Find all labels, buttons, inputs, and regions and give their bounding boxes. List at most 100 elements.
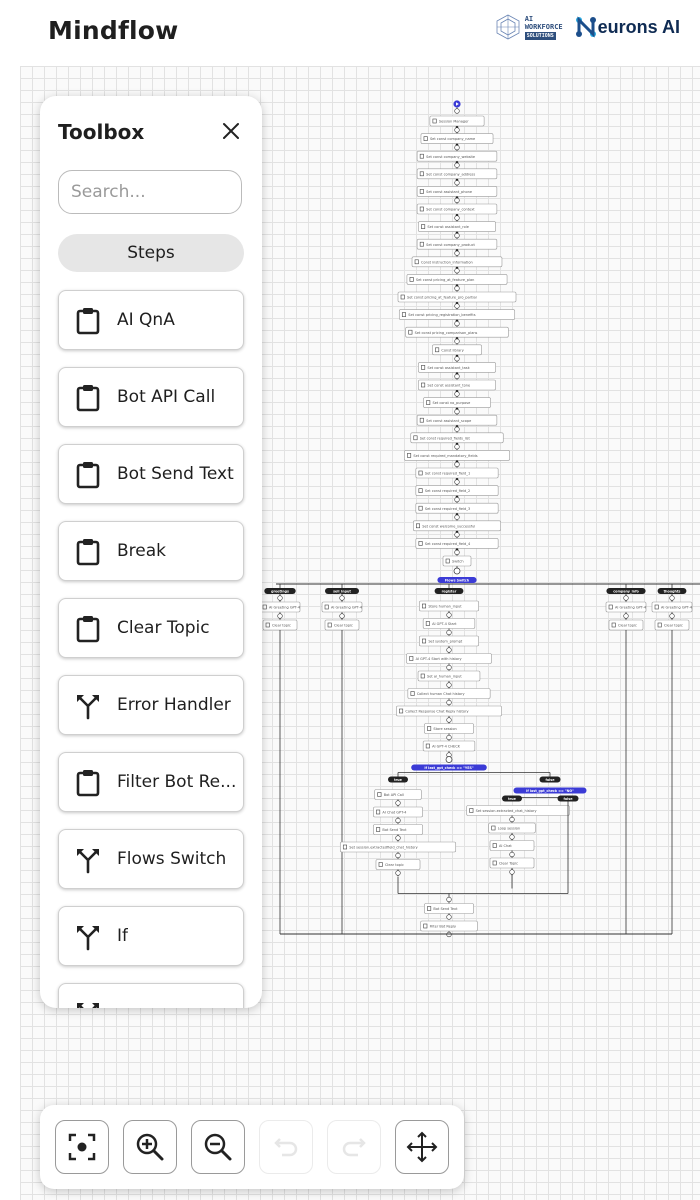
flow-node[interactable]: Clear topic [608,619,644,631]
flow-node[interactable]: Loop session [488,822,536,834]
flow-node[interactable]: Collect human Chat history [407,688,491,699]
flow-node[interactable]: Set const required_field_4 [415,538,499,549]
toolbox-item[interactable]: Filter Bot Re... [58,752,244,812]
redo-button[interactable] [327,1120,381,1174]
port-circle [446,647,452,653]
port-circle [446,612,452,618]
flow-node[interactable]: Set const company_website [416,150,498,162]
flow-node[interactable]: Set const assistant_phone [416,186,498,197]
clipboard-icon [469,808,474,813]
steps-tab[interactable]: Steps [58,234,244,272]
port-circle [339,613,345,619]
flow-node[interactable]: Set const assistant_scope [416,414,498,426]
close-icon[interactable] [218,118,244,144]
flow-node[interactable]: Clear topic [654,619,690,631]
toolbox-item[interactable] [58,983,244,1008]
branch-label: register [442,589,457,593]
flow-node[interactable]: Set const company_address [416,168,498,180]
zoom-out-button[interactable] [191,1120,245,1174]
toolbox-item-label: Bot API Call [117,387,216,407]
flow-node[interactable]: Set const assistant_role [418,221,496,232]
node-label: AI Greeting GPT-4 [661,606,693,610]
toolbox-item[interactable]: Bot Send Text [58,444,244,504]
play-icon [456,102,459,106]
flow-node[interactable]: AI Greeting GPT-4 [259,601,301,613]
clipboard-icon [654,604,659,610]
flow-node[interactable]: Set const pricing_at_feature_pro_partial [397,291,517,303]
flow-node[interactable]: Bot API Call [374,789,422,800]
flow-node[interactable]: Set ai_human_input [417,670,481,682]
clipboard-icon [419,417,424,423]
toolbox-item[interactable]: Error Handler [58,675,244,735]
toolbox-item[interactable]: If [58,906,244,966]
flow-node[interactable]: Const instruction_information [411,256,503,268]
flow-node[interactable]: Filter Bot Reply [420,920,478,932]
flow-node[interactable]: Session Manager [429,115,485,127]
flow-node[interactable]: AI GPT-4 Start [422,618,476,629]
toolbox-item[interactable]: Break [58,521,244,581]
flow-node[interactable]: AI Greeting GPT-4 [321,601,363,613]
flow-node[interactable]: Clear Topic [489,857,535,869]
pan-button[interactable] [395,1120,449,1174]
toolbox-item[interactable]: Flows Switch [58,829,244,889]
flow-node[interactable]: Set session.extractedfield_chat_history [339,841,457,853]
flow-node[interactable]: Set const required_fields_list [410,432,504,444]
ai-workforce-logo: AI WORKFORCE SOLUTIONS [495,14,563,40]
flow-node[interactable]: Bot Send Text [424,903,474,914]
fit-view-button[interactable] [55,1120,109,1174]
toolbox-item[interactable]: Clear Topic [58,598,244,658]
branch-icon [77,926,99,951]
flow-node[interactable]: Clear topic [375,859,421,870]
clipboard-icon [400,294,405,300]
port-circle [395,835,401,841]
flow-node[interactable]: Store human_input [419,600,479,612]
flow-node[interactable]: Set session.extracted_chat_history [466,805,570,816]
branch-label: true [508,797,517,801]
node-label: Set session.extractedfield_chat_history [349,846,417,850]
flow-node[interactable]: Set system_prompt [419,635,479,647]
flow-node[interactable]: Bot Send Text [373,824,423,835]
node-label: Set const welcome_successful [422,524,475,528]
flow-node[interactable]: Set const assistant_task [418,362,496,373]
flow-node[interactable]: AI Chat [489,840,535,851]
flow-node[interactable]: AI Chat GPT-4 [373,806,423,818]
flow-node[interactable]: Set const company_context [416,203,498,215]
flow-node[interactable]: AI Greeting GPT-4 [651,601,693,613]
flow-node[interactable]: Set const no_purpose [423,397,491,408]
toolbox-item[interactable]: AI QnA [58,290,244,350]
undo-button[interactable] [259,1120,313,1174]
node-label: Store session [433,727,456,731]
node-label: Set const no_purpose [433,401,471,405]
flow-node[interactable]: Set const required_field_3 [415,502,499,514]
flow-node[interactable]: Switch [442,555,472,567]
toolbox-item-label: Bot Send Text [117,464,234,484]
flow-node[interactable]: Set const pricing_comparison_plans [405,326,509,338]
flow-node[interactable]: Clear topic [262,619,298,631]
node-label: Set const assistant_role [427,225,469,229]
flow-node[interactable]: AI Greeting GPT-4 [605,601,647,613]
flow-node[interactable]: Set const required_field_2 [415,485,499,496]
flow-node[interactable]: Const library [432,344,482,356]
flow-node[interactable]: Clear topic [324,619,360,631]
flow-node[interactable]: Set const required_mandatory_fields [404,450,510,461]
flow-node[interactable]: Set const company_product [416,238,498,250]
toolbox-item-label: Clear Topic [117,618,210,638]
flow-node[interactable]: Set const company_name [420,133,494,144]
flow-node[interactable]: Store session [424,723,474,734]
flow-node[interactable]: Set const pricing_registration_benefits [398,309,516,320]
port-circle [454,108,460,114]
flow-node[interactable]: Set const welcome_successful [413,520,502,532]
zoom-in-button[interactable] [123,1120,177,1174]
logo-line-3: SOLUTIONS [524,31,556,40]
node-label: AI GPT-4 CHECK [432,745,461,749]
flow-node[interactable]: Set const required_field_1 [415,467,499,479]
flow-node[interactable]: AI GPT-4 Start with history [406,653,492,664]
flow-node[interactable]: Collect Response Chat Reply history [396,705,502,717]
node-label: Set const required_fields_list [420,436,471,440]
search-input[interactable] [58,170,242,214]
toolbox-item[interactable]: Bot API Call [58,367,244,427]
flow-node[interactable]: AI GPT-4 CHECK [422,740,476,752]
flow-node[interactable]: Set const assistant_tone [418,379,496,391]
flow-node[interactable]: Set const pricing_at_feature_plan [406,274,508,285]
